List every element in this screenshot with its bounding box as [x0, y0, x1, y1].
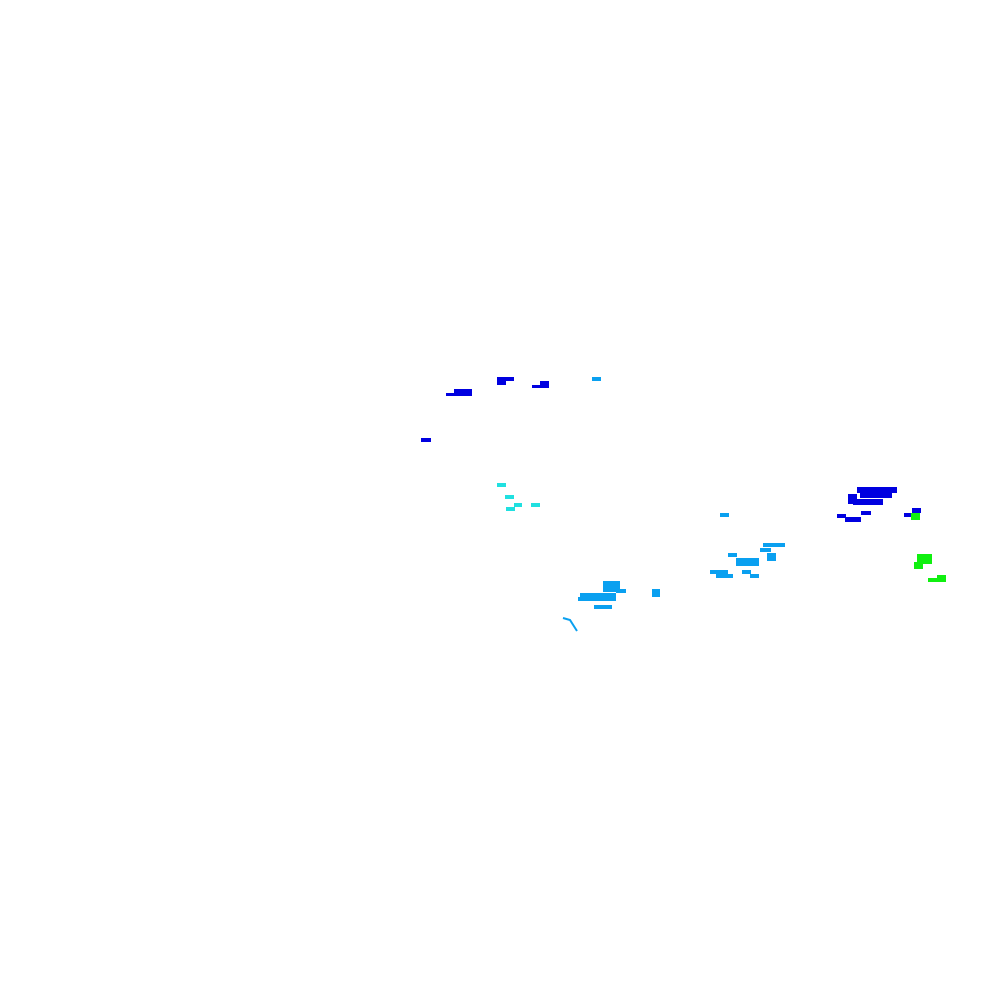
patch — [742, 570, 751, 574]
patch — [716, 574, 733, 578]
patch — [506, 507, 515, 511]
patch — [603, 581, 620, 592]
patch — [710, 570, 728, 574]
patch — [497, 377, 514, 381]
patch — [580, 593, 616, 601]
streak — [562, 617, 578, 632]
patch — [917, 554, 932, 564]
patch — [750, 574, 759, 578]
patch — [421, 438, 431, 442]
patch — [594, 605, 612, 609]
patch — [837, 514, 846, 518]
patch — [505, 495, 514, 499]
cluster-central — [562, 581, 660, 632]
patch — [720, 513, 729, 517]
patch — [736, 558, 759, 566]
patch — [763, 543, 785, 547]
patch — [928, 578, 946, 582]
patch — [912, 508, 921, 513]
patch — [514, 503, 522, 507]
patch — [532, 385, 542, 388]
patch — [914, 562, 923, 569]
patch — [853, 499, 883, 505]
patch — [728, 553, 737, 557]
patch — [861, 511, 871, 515]
patch — [531, 503, 540, 507]
patch — [760, 548, 771, 552]
cluster-northwest — [421, 377, 601, 442]
patch — [937, 575, 946, 579]
patch — [446, 393, 456, 396]
patch — [857, 487, 897, 493]
cluster-green — [914, 554, 946, 582]
patch — [540, 381, 549, 388]
patch — [848, 494, 857, 504]
cluster-cyan — [497, 483, 540, 511]
patch — [497, 380, 506, 385]
patch — [904, 513, 913, 517]
cluster-east — [710, 513, 785, 578]
patch — [767, 553, 776, 561]
patch — [578, 597, 588, 601]
patch — [616, 589, 626, 593]
patch — [845, 517, 861, 522]
patch — [497, 483, 506, 487]
cluster-far-east — [837, 487, 921, 522]
patch — [454, 389, 472, 396]
patch — [652, 589, 660, 597]
patch — [911, 513, 920, 520]
patch — [592, 377, 601, 381]
patch — [860, 492, 892, 498]
